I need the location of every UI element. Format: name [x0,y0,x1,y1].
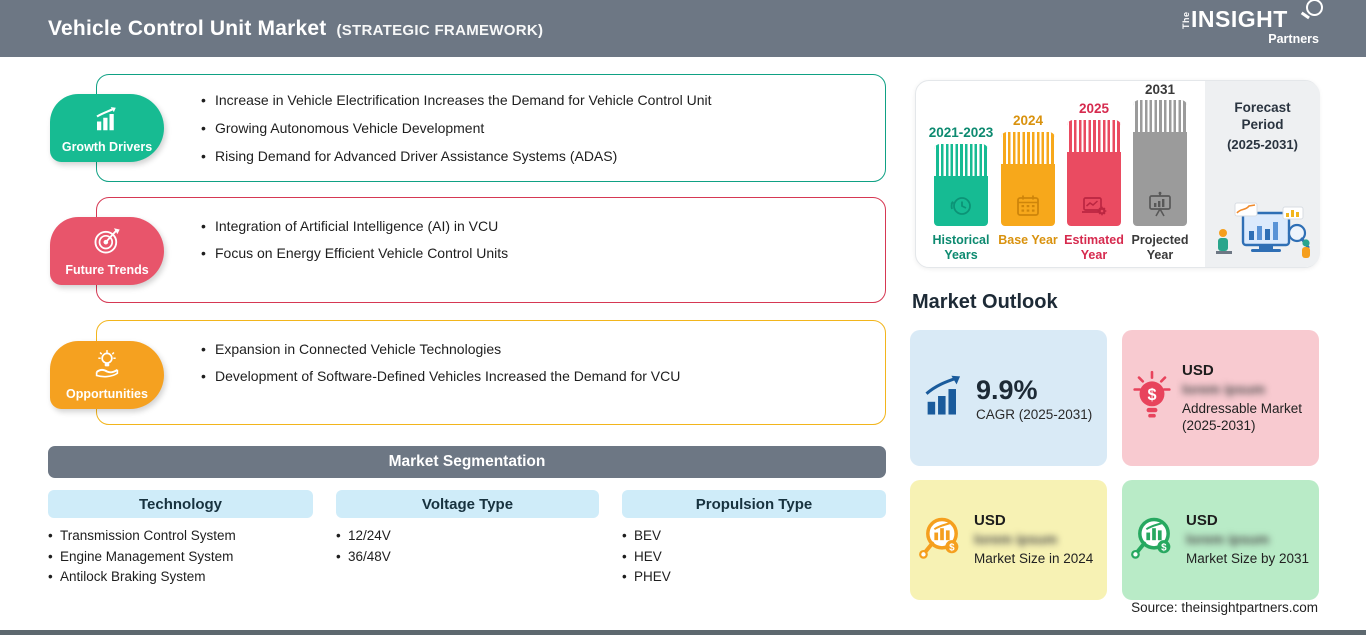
bulb-hand-icon [92,349,122,387]
svg-text:$: $ [1161,542,1167,553]
growth-driver-bullet: Increase in Vehicle Electrification Incr… [201,92,885,109]
future-trend-bullet: Integration of Artificial Intelligence (… [201,218,885,235]
bulb-dollar-icon: $ [1130,370,1174,427]
historical-years-bar [934,144,988,226]
segmentation-header-propulsion-type: Propulsion Type [622,490,886,518]
opportunities-badge: Opportunities [50,341,164,409]
growth-drivers-box: Increase in Vehicle Electrification Incr… [96,74,886,182]
year-label-projected: 2031 [1144,82,1176,97]
logo-top-row: The INSIGHT [1181,0,1323,32]
cagr-label: CAGR (2025-2031) [976,406,1093,422]
addressable-market-card: $ USD lorem ipsum Addressable Market (20… [1122,330,1319,466]
segmentation-header-technology: Technology [48,490,313,518]
card-label: Market Size by 2031 [1186,551,1310,567]
svg-text:$: $ [1147,385,1156,403]
year-label-estimated: 2025 [1078,101,1110,116]
opportunity-bullet: Development of Software-Defined Vehicles… [201,368,885,385]
year-label-historical: 2021-2023 [928,125,994,140]
cagr-text: 9.9% CAGR (2025-2031) [976,375,1092,422]
opportunities-box: Expansion in Connected Vehicle Technolog… [96,320,886,425]
currency-label: USD [1182,361,1214,379]
estimated-year-bar [1067,120,1121,226]
future-trends-badge: Future Trends [50,217,164,285]
blurred-value: lorem ipsum [1186,531,1270,548]
technology-list: Transmission Control System Engine Manag… [48,526,236,588]
insight-partners-logo: The INSIGHT Partners [1181,0,1323,46]
market-size-2031-card: $ USD lorem ipsum Market Size by 2031 [1122,480,1319,600]
card-label: Addressable Market (2025-2031) [1182,400,1303,434]
header-bar: Vehicle Control Unit Market (STRATEGIC F… [0,0,1366,57]
growth-driver-bullet: Growing Autonomous Vehicle Development [201,120,885,137]
market-outlook-heading: Market Outlook [912,291,1058,313]
bar-caption-base: Base Year [998,233,1058,247]
forecast-period-title: Forecast Period [1234,100,1291,132]
year-label-base: 2024 [1012,113,1044,128]
page-title-subtitle: (STRATEGIC FRAMEWORK) [336,21,544,39]
bottom-accent-bar [0,630,1366,635]
list-item: 12/24V [336,526,391,547]
forecast-period-range: (2025-2031) [1227,137,1298,152]
market-segmentation-title: Market Segmentation [388,453,546,470]
opportunity-bullet: Expansion in Connected Vehicle Technolog… [201,341,885,358]
segmentation-header-voltage-type: Voltage Type [336,490,599,518]
logo-partners-text: Partners [1268,32,1319,46]
propulsion-type-list: BEV HEV PHEV [622,526,671,588]
opportunities-label: Opportunities [66,387,148,401]
growth-driver-bullet: Rising Demand for Advanced Driver Assist… [201,148,885,165]
market-segmentation-bar: Market Segmentation [48,446,886,478]
blurred-value: lorem ipsum [1182,380,1266,397]
list-item: HEV [622,547,671,568]
growth-drivers-badge: Growth Drivers [50,94,164,162]
bar-caption-projected: Projected Year [1131,233,1189,262]
voltage-type-list: 12/24V 36/48V [336,526,391,567]
segmentation-header-label: Voltage Type [421,495,514,513]
segmentation-header-label: Technology [138,495,223,513]
future-trend-bullet: Focus on Energy Efficient Vehicle Contro… [201,245,885,262]
currency-label: USD [1186,512,1218,530]
bar-caption-estimated: Estimated Year [1064,233,1124,262]
list-item: Transmission Control System [48,526,236,547]
timeline-chart-card: Forecast Period (2025-2031) [915,80,1320,268]
magnifier-chart-icon-orange: $ [918,514,966,567]
future-trends-box: Integration of Artificial Intelligence (… [96,197,886,303]
growth-chart-icon [92,106,122,140]
cagr-growth-icon [924,374,966,423]
magnifier-icon [1306,0,1323,16]
blurred-value: lorem ipsum [974,531,1058,548]
logo-insight-text: INSIGHT [1191,6,1288,32]
target-dart-icon [92,227,122,263]
logo-the-text: The [1181,11,1191,29]
forecast-period-panel: Forecast Period (2025-2031) [1205,81,1320,267]
list-item: BEV [622,526,671,547]
segmentation-header-label: Propulsion Type [695,495,813,513]
growth-drivers-label: Growth Drivers [61,140,153,154]
source-attribution: Source: theinsightpartners.com [1131,600,1318,615]
cagr-card: 9.9% CAGR (2025-2031) [910,330,1107,466]
list-item: PHEV [622,567,671,588]
base-year-bar [1001,132,1055,226]
magnifier-chart-icon-green: $ [1130,514,1178,567]
svg-text:$: $ [949,542,955,553]
market-size-2024-card: $ USD lorem ipsum Market Size in 2024 [910,480,1107,600]
cagr-value: 9.9% [976,374,1038,405]
page-title: Vehicle Control Unit Market (STRATEGIC F… [48,17,543,41]
list-item: Engine Management System [48,547,236,568]
future-trends-label: Future Trends [65,263,149,277]
card-label: Market Size in 2024 [974,551,1094,567]
list-item: 36/48V [336,547,391,568]
currency-label: USD [974,512,1006,530]
presentation-icon-bar [1133,100,1187,226]
bar-caption-historical: Historical Years [932,233,990,262]
list-item: Antilock Braking System [48,567,236,588]
page-title-main: Vehicle Control Unit Market [48,16,327,40]
